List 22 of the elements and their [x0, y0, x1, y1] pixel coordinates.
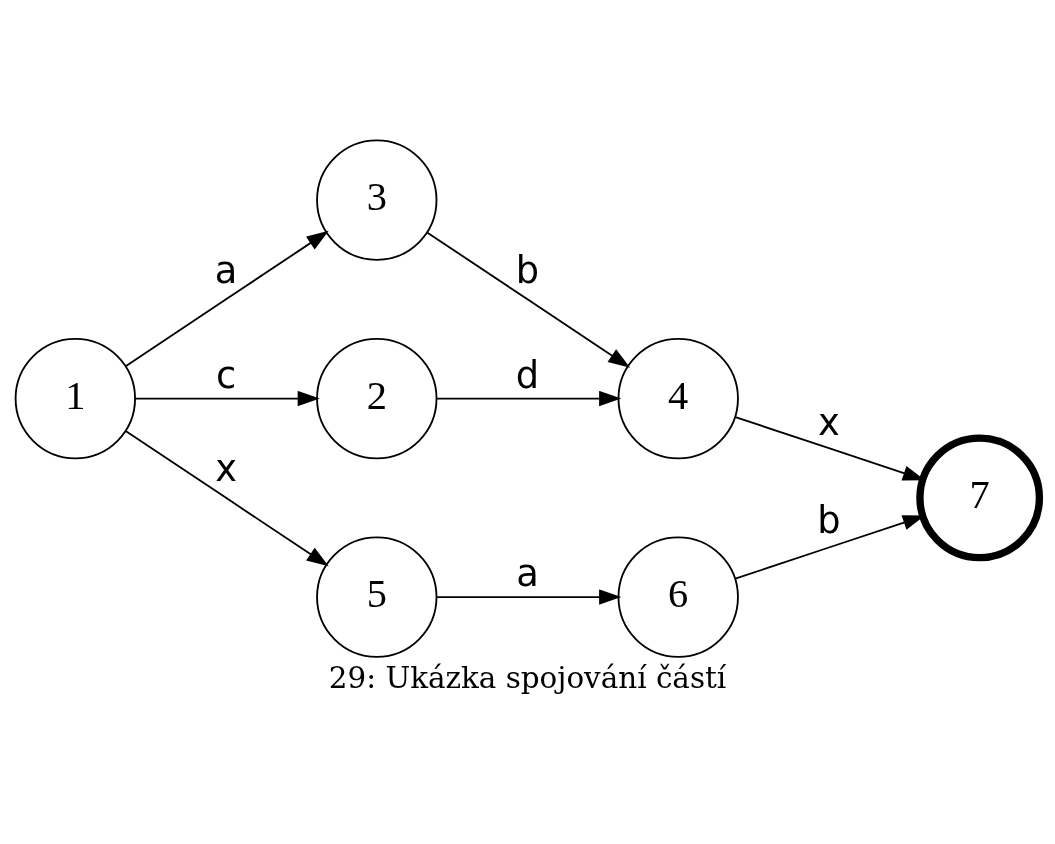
edge-label: a — [214, 248, 238, 292]
edge-label: b — [515, 248, 540, 292]
edge-label: a — [516, 551, 539, 595]
arrow — [124, 230, 329, 367]
node-circle: 1 — [14, 337, 136, 459]
arrow — [124, 429, 329, 566]
arrow — [435, 390, 622, 406]
arrow — [426, 231, 631, 368]
node-circle: 3 — [316, 138, 438, 261]
edge-label: c — [215, 353, 237, 397]
edge-label: b — [817, 498, 841, 542]
caption: 29: Ukázka spojování částí — [328, 660, 727, 695]
arrow — [134, 390, 320, 406]
edge-label: x — [215, 446, 237, 490]
edge-label: x — [818, 400, 840, 444]
node-circle: 7 — [916, 433, 1044, 561]
arrow — [435, 588, 622, 605]
node-circle: 6 — [617, 535, 739, 658]
node-circle: 2 — [316, 337, 438, 459]
node-circle: 5 — [316, 535, 438, 658]
edge-label: d — [515, 353, 540, 397]
node-circle: 4 — [617, 337, 739, 459]
